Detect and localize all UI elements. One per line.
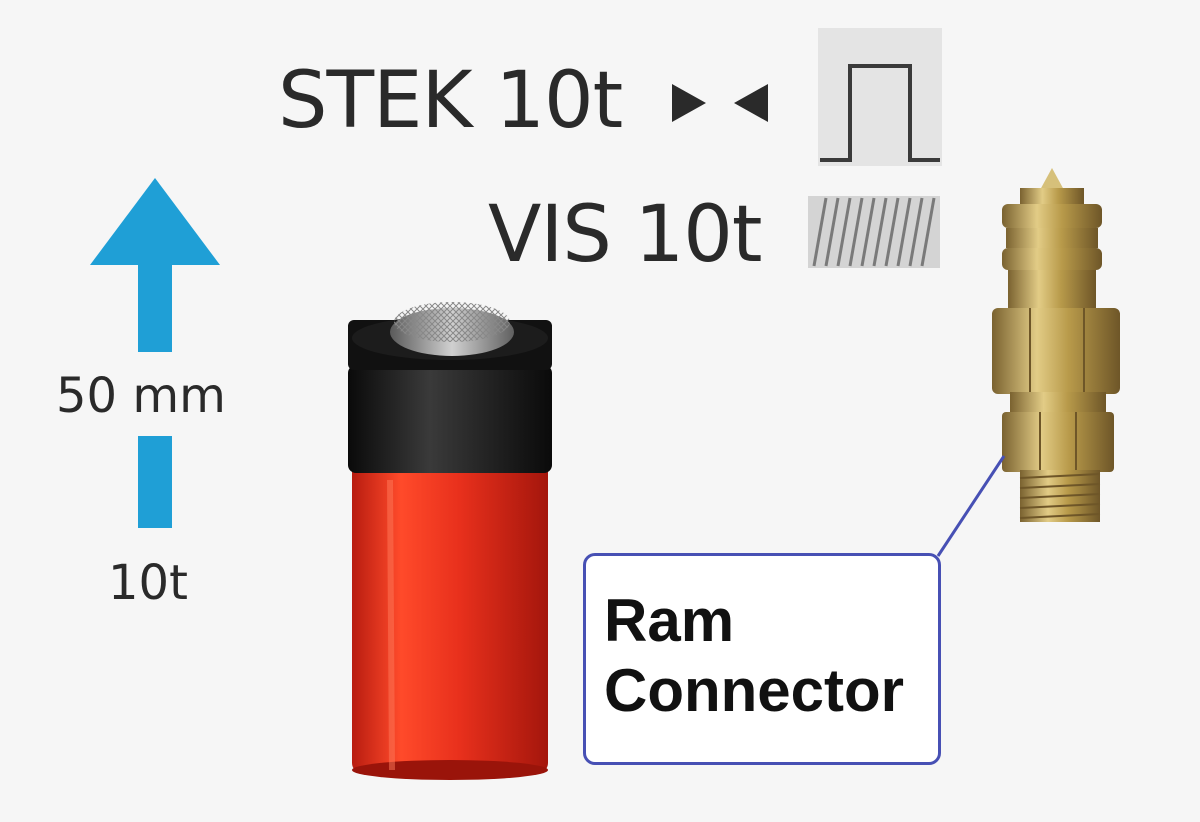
force-label: 10t: [108, 555, 188, 611]
callout-box: Ram Connector: [583, 553, 941, 765]
hydraulic-ram-image: [348, 302, 552, 780]
up-arrow-icon: [90, 178, 220, 528]
callout-line1: Ram: [604, 587, 735, 654]
connector-image: [992, 168, 1120, 522]
callout-text: Ram Connector: [604, 586, 904, 726]
stek-label: STEK 10t: [278, 56, 623, 146]
plug-icon: [818, 28, 942, 166]
thread-icon: [808, 196, 940, 268]
stroke-label: 50 mm: [56, 368, 226, 424]
pointer-triangles-icon: [672, 84, 768, 122]
callout-line2: Connector: [604, 657, 904, 724]
vis-label: VIS 10t: [488, 190, 763, 280]
callout-pointer-line: [936, 455, 1006, 557]
